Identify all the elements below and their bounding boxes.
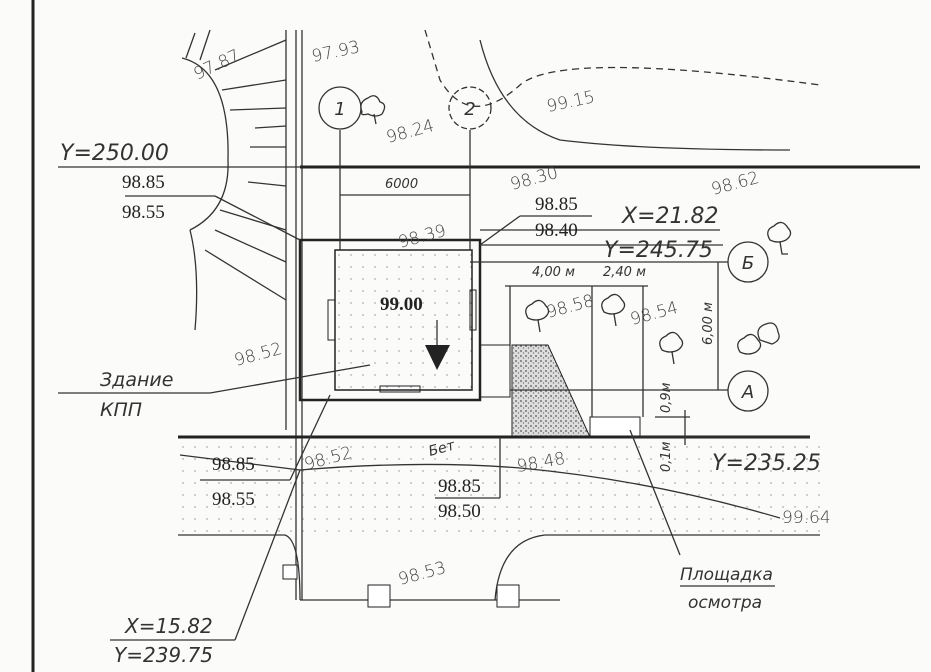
building-label: Здание bbox=[100, 369, 173, 391]
fraction-bottom: 98.55 bbox=[122, 202, 165, 223]
coordinate-labels: Y=250.00 X=21.82 Y=245.75 Y=235.25 X=15.… bbox=[60, 141, 821, 667]
axis-A: А bbox=[727, 370, 769, 412]
coord-y-top: Y=250.00 bbox=[60, 141, 169, 166]
coord-x-corner: X=21.82 bbox=[621, 204, 719, 229]
dim-2-4m: 2,40 м bbox=[603, 265, 646, 280]
tree-icon bbox=[659, 331, 684, 365]
entrance-arrow-icon bbox=[425, 345, 450, 370]
dim-6m: 6,00 м bbox=[701, 302, 716, 345]
elevation-mark: 99.15 bbox=[545, 87, 597, 117]
fraction-bottom: 98.55 bbox=[212, 489, 255, 510]
steps bbox=[589, 416, 641, 438]
fraction-bottom: 98.40 bbox=[535, 220, 578, 241]
dimension-labels: 6000 4,00 м 2,40 м 6,00 м 0,9м 0,1м bbox=[385, 177, 716, 472]
fraction-top: 98.85 bbox=[535, 194, 578, 215]
axis-label: Б bbox=[742, 253, 754, 274]
fraction-top: 98.85 bbox=[122, 172, 165, 193]
tree-icons bbox=[360, 95, 792, 365]
fraction-top: 98.85 bbox=[212, 454, 255, 475]
axis-label: 1 bbox=[334, 99, 345, 120]
tree-icon bbox=[601, 293, 626, 327]
coord-y-corner: Y=245.75 bbox=[604, 238, 713, 263]
dimension-lines bbox=[58, 130, 810, 641]
elevation-mark: 98.53 bbox=[396, 558, 448, 590]
elevation-mark: 98.62 bbox=[709, 168, 761, 200]
fraction-bottom: 98.50 bbox=[438, 501, 481, 522]
building-kpp bbox=[298, 238, 511, 402]
elevation-mark: 98.39 bbox=[396, 221, 448, 253]
elevation-mark: 98.54 bbox=[628, 298, 680, 330]
coord-x-bottom: X=15.82 bbox=[124, 614, 213, 638]
text-labels: Здание КПП Бет Площадка осмотра bbox=[100, 369, 775, 613]
coord-y-bottom: Y=235.25 bbox=[712, 451, 821, 476]
tree-icon bbox=[360, 95, 386, 125]
fraction-top: 98.85 bbox=[438, 476, 481, 497]
inspection-platform-fill bbox=[511, 344, 591, 438]
tree-icon bbox=[767, 221, 792, 255]
concrete-label: Бет bbox=[427, 437, 457, 459]
floor-elevation: 99.00 bbox=[380, 294, 423, 315]
elevation-mark: 99.64 bbox=[782, 508, 831, 528]
platform-label: Площадка bbox=[680, 565, 773, 585]
elevation-fractions: 98.85 98.55 98.85 98.40 98.85 98.55 98.8… bbox=[122, 172, 578, 522]
elevation-mark: 98.58 bbox=[544, 291, 596, 323]
tree-icon bbox=[737, 322, 780, 355]
axis-1: 1 bbox=[318, 86, 362, 130]
axis-label: 2 bbox=[464, 99, 475, 120]
elevation-mark: 98.52 bbox=[232, 339, 284, 371]
platform-label: осмотра bbox=[688, 593, 762, 613]
axis-label: А bbox=[741, 382, 754, 403]
slope-hatching bbox=[181, 29, 287, 331]
dim-0-1m: 0,1м bbox=[659, 441, 674, 472]
tree-icon bbox=[525, 299, 550, 333]
elevation-mark: 97.93 bbox=[310, 37, 362, 67]
dim-0-9m: 0,9м bbox=[659, 382, 674, 413]
axis-B: Б bbox=[727, 241, 769, 283]
elevation-mark: 97.87 bbox=[191, 46, 244, 85]
dim-6000: 6000 bbox=[385, 177, 418, 192]
dim-4m: 4,00 м bbox=[532, 265, 575, 280]
axis-2: 2 bbox=[448, 86, 492, 130]
elevation-mark: 98.24 bbox=[384, 116, 436, 148]
building-label: КПП bbox=[100, 399, 142, 421]
coord-y-bottom-left: Y=239.75 bbox=[114, 643, 213, 667]
